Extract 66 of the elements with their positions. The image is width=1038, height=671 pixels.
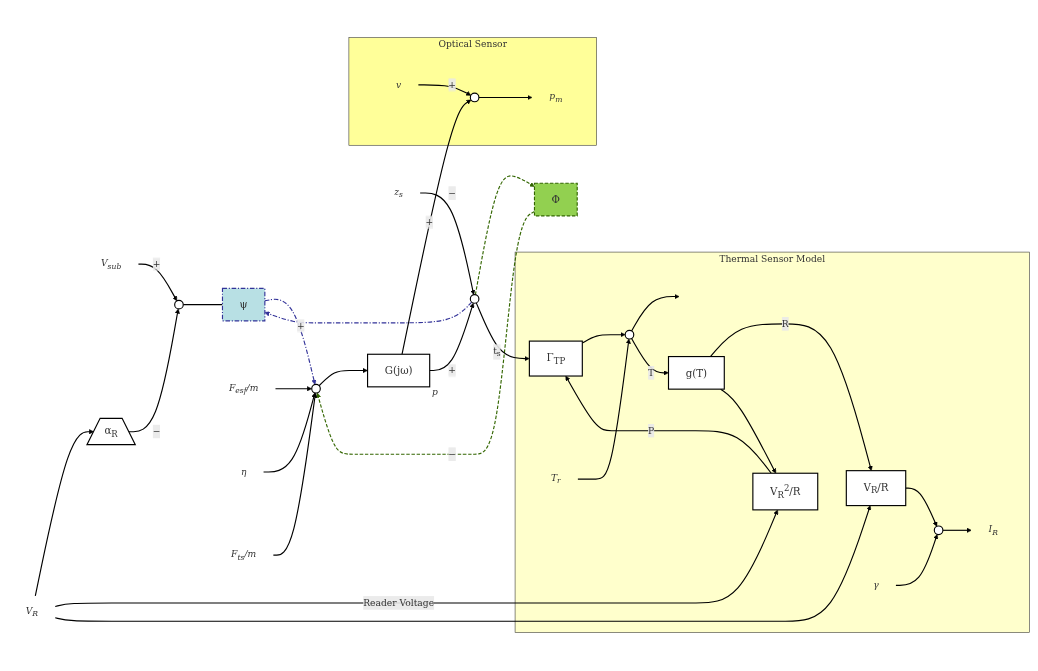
edge-label: T (648, 366, 655, 381)
signal-label: η (240, 466, 247, 478)
arrow (577, 339, 631, 481)
signal-label: γ (873, 580, 879, 591)
arrow (419, 192, 476, 296)
arrow (478, 95, 533, 101)
signal-label: z$_{s}$ (394, 186, 403, 200)
arrow (565, 376, 772, 475)
arrow (905, 487, 938, 527)
arrow (942, 528, 972, 534)
signal-label: V$_{sub}$ (100, 257, 122, 271)
block-box: Γ$_{TP}$ (528, 340, 583, 377)
edge-label: − (152, 425, 161, 439)
arrow (631, 338, 669, 376)
arrow (474, 175, 535, 296)
arrow (264, 301, 473, 324)
arrow (54, 510, 779, 608)
signal-label: F$_{esf}$/m (229, 382, 259, 396)
arrow (128, 309, 180, 433)
arrow (401, 99, 472, 356)
edge-label: − (448, 186, 457, 201)
arrow (475, 302, 530, 362)
arrow (274, 386, 312, 392)
arrow (264, 299, 317, 386)
signal-label: v (396, 79, 402, 91)
block-box: g(T) (667, 356, 725, 391)
arrow (417, 84, 472, 96)
edge-label: + (425, 215, 434, 230)
edge-label: + (152, 257, 161, 272)
gain-triangle: α$_{R}$ (86, 418, 137, 446)
arrow (631, 294, 680, 332)
arrow (272, 393, 318, 557)
arrow (137, 263, 178, 302)
edge-label: + (297, 319, 305, 334)
edge-label: Reader Voltage (363, 596, 435, 611)
arrow (429, 303, 475, 372)
arrow (895, 534, 939, 587)
summing-junction (469, 93, 480, 103)
edge-label: P (648, 424, 655, 438)
arrow (318, 368, 368, 387)
signal-label: p (432, 387, 438, 398)
edge-label: R (781, 317, 789, 332)
summing-junction (933, 525, 944, 536)
signal-label: V$_{R}$ (25, 605, 39, 619)
signal-label: I$_{R}$ (988, 524, 998, 537)
signal-label: F$_{ts}$/m (231, 548, 257, 562)
arrow (34, 429, 95, 597)
arrow (54, 505, 872, 623)
edge-label: t$_{s}$ (493, 344, 501, 361)
signal-label: p$_{m}$ (549, 91, 563, 104)
signal-label: T$_{r}$ (550, 472, 561, 486)
block-box: Φ (533, 183, 578, 217)
summing-junction (469, 294, 480, 305)
arrow (709, 323, 873, 472)
arrow (720, 388, 777, 474)
arrow (581, 332, 626, 344)
block-box: V$_{R}$/R (845, 470, 907, 507)
edge-label: − (448, 447, 457, 462)
block-box: ψ (221, 288, 266, 322)
summing-junction (174, 300, 184, 310)
block-box: G(jω) (367, 354, 431, 388)
summing-junction (624, 330, 635, 340)
edge-label: + (448, 78, 457, 93)
block-box: V$_{R}$$^{2}$/R (752, 473, 819, 511)
edge-label: + (448, 364, 457, 378)
summing-junction (311, 384, 321, 394)
